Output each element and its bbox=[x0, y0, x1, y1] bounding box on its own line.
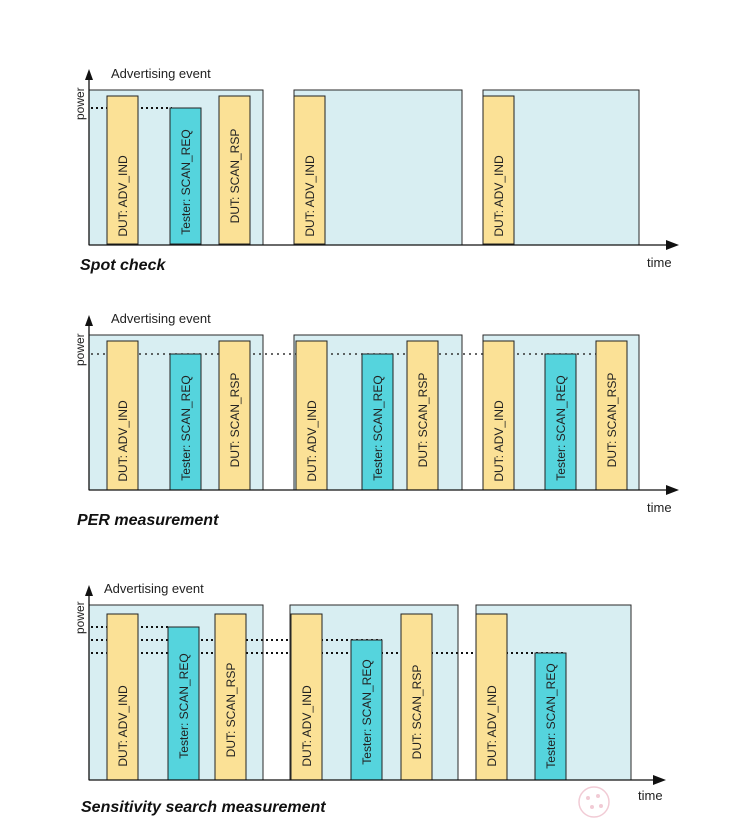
pulse-label: DUT: ADV_IND bbox=[305, 400, 319, 482]
y-axis-label: power bbox=[73, 601, 87, 634]
y-axis-arrow bbox=[85, 69, 93, 80]
x-axis-arrow bbox=[666, 485, 679, 495]
pulse-label: DUT: ADV_IND bbox=[492, 155, 506, 237]
pulse-label: Tester: SCAN_REQ bbox=[179, 375, 193, 480]
pulse-tester-scan-req bbox=[544, 353, 577, 491]
pulse-tester-scan-req bbox=[534, 652, 567, 781]
pulse-label: Tester: SCAN_REQ bbox=[554, 375, 568, 480]
panel-sensitivity-search: DUT: ADV_IND Tester: SCAN_REQ DUT: SCAN_… bbox=[73, 581, 666, 816]
pulse-label: DUT: SCAN_RSP bbox=[224, 663, 238, 758]
diagram-caption: Spot check bbox=[80, 257, 166, 274]
pulse-tester-scan-req bbox=[350, 639, 383, 781]
pulse-label: DUT: ADV_IND bbox=[300, 685, 314, 767]
y-axis-label: power bbox=[73, 333, 87, 366]
pulse-dut-scan-rsp bbox=[406, 340, 439, 491]
pulse-label: DUT: SCAN_RSP bbox=[605, 373, 619, 468]
pulse-label: Tester: SCAN_REQ bbox=[360, 659, 374, 764]
y-axis-arrow bbox=[85, 585, 93, 596]
pulse-dut-adv-ind bbox=[295, 340, 328, 491]
pulse-label: DUT: SCAN_RSP bbox=[228, 373, 242, 468]
pulse-dut-scan-rsp bbox=[214, 613, 247, 781]
diagram-caption: Sensitivity search measurement bbox=[81, 799, 326, 816]
y-axis-label: power bbox=[73, 87, 87, 120]
x-axis-arrow bbox=[653, 775, 666, 785]
pulse-tester-scan-req bbox=[169, 353, 202, 491]
pulse-dut-scan-rsp bbox=[218, 340, 251, 491]
pulse-label: Tester: SCAN_REQ bbox=[179, 129, 193, 234]
pulse-label: Tester: SCAN_REQ bbox=[371, 375, 385, 480]
x-axis-label: time bbox=[647, 500, 672, 515]
pulse-label: DUT: ADV_IND bbox=[485, 685, 499, 767]
pulse-dut-scan-rsp bbox=[595, 340, 628, 491]
x-axis-label: time bbox=[638, 788, 663, 803]
y-axis-arrow bbox=[85, 315, 93, 326]
pulse-label: DUT: ADV_IND bbox=[116, 685, 130, 767]
pulse-dut-adv-ind bbox=[106, 340, 139, 491]
pulse-label: DUT: ADV_IND bbox=[303, 155, 317, 237]
pulse-label: DUT: SCAN_RSP bbox=[410, 665, 424, 760]
panel-per-measurement: DUT: ADV_IND Tester: SCAN_REQ DUT: SCAN_… bbox=[73, 311, 679, 529]
event-label: Advertising event bbox=[104, 581, 204, 596]
panel-spot-check: DUT: ADV_IND Tester: SCAN_REQ DUT: SCAN_… bbox=[73, 66, 679, 274]
event-label: Advertising event bbox=[111, 311, 211, 326]
event-label: Advertising event bbox=[111, 66, 211, 81]
pulse-dut-scan-rsp bbox=[218, 95, 251, 245]
pulse-label: DUT: ADV_IND bbox=[492, 400, 506, 482]
pulse-label: Tester: SCAN_REQ bbox=[544, 663, 558, 768]
pulse-label: DUT: ADV_IND bbox=[116, 400, 130, 482]
pulse-tester-scan-req bbox=[167, 626, 200, 781]
pulse-dut-adv-ind bbox=[293, 95, 326, 245]
pulse-label: DUT: ADV_IND bbox=[116, 155, 130, 237]
pulse-dut-scan-rsp bbox=[400, 613, 433, 781]
watermark-logo bbox=[578, 786, 610, 818]
x-axis-label: time bbox=[647, 255, 672, 270]
pulse-label: DUT: SCAN_RSP bbox=[228, 129, 242, 224]
pulse-tester-scan-req bbox=[169, 107, 202, 245]
pulse-dut-adv-ind bbox=[482, 95, 515, 245]
pulse-dut-adv-ind bbox=[106, 95, 139, 245]
pulse-tester-scan-req bbox=[361, 353, 394, 491]
pulse-dut-adv-ind bbox=[482, 340, 515, 491]
diagram-caption: PER measurement bbox=[77, 512, 219, 529]
pulse-label: DUT: SCAN_RSP bbox=[416, 373, 430, 468]
watermark-logo-icon bbox=[578, 786, 610, 818]
pulse-label: Tester: SCAN_REQ bbox=[177, 653, 191, 758]
pulse-dut-adv-ind bbox=[475, 613, 508, 781]
x-axis-arrow bbox=[666, 240, 679, 250]
